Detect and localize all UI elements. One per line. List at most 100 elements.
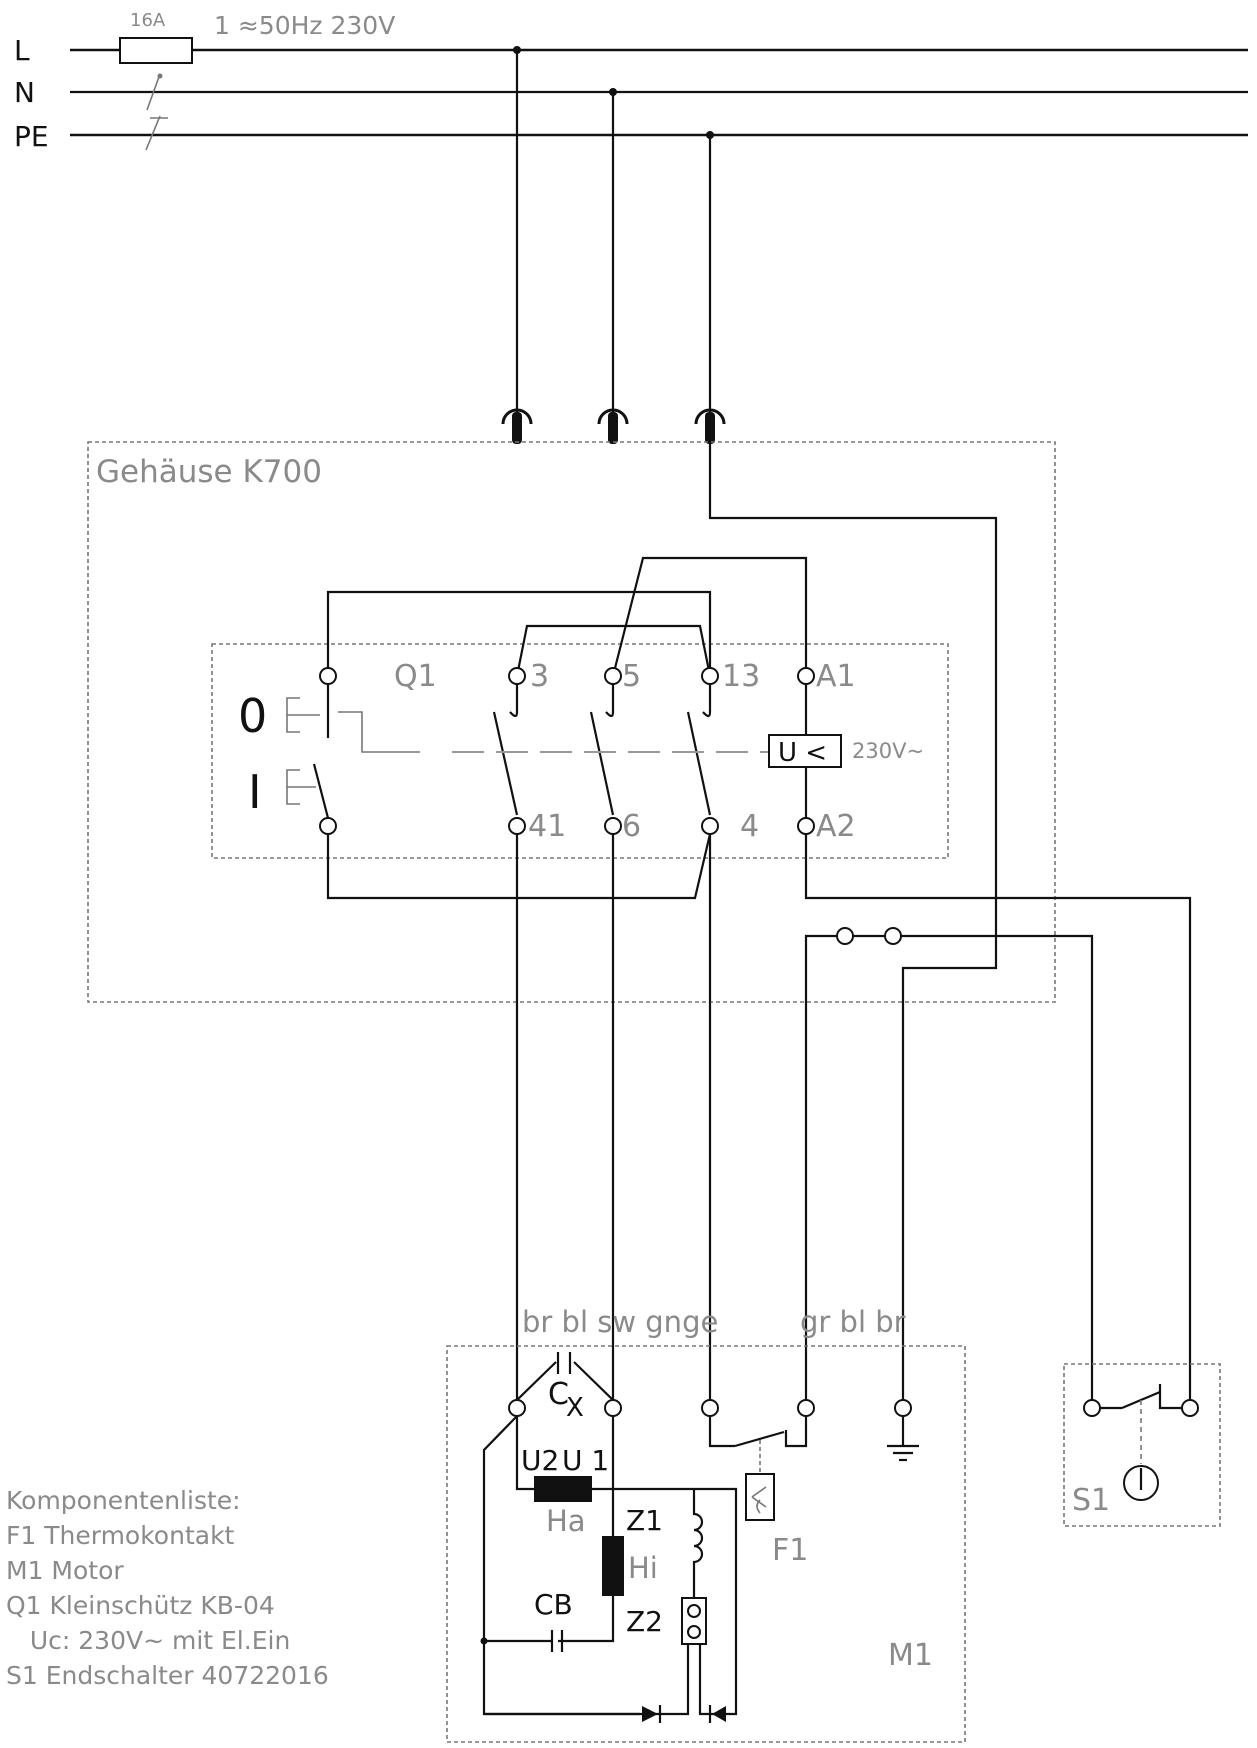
s1-terminal-left	[1083, 1399, 1101, 1417]
terminal-3	[508, 667, 526, 685]
wire-top-loop-inner	[515, 624, 712, 677]
label-z1: Z1	[626, 1504, 663, 1537]
diode-2	[712, 1706, 726, 1722]
f1-contact-blade	[734, 1430, 785, 1448]
label-z2: Z2	[626, 1605, 663, 1638]
wire-top-loop-outer	[326, 590, 712, 676]
terminal-label-4: 4	[740, 809, 759, 844]
motor-terminal-pe	[894, 1399, 912, 1417]
wire-thermal-loop	[804, 934, 1094, 1408]
housing-outline	[87, 441, 1056, 1003]
label-ha: Ha	[546, 1504, 586, 1538]
motor-terminal-br	[508, 1399, 526, 1417]
contact-hook-5	[605, 684, 615, 718]
contactor-q1: Q1 3 5 13 A1 U < 230V~	[211, 442, 1192, 1408]
motor-outline	[446, 1345, 966, 1743]
plug-connector-pe	[694, 408, 726, 444]
connector-pin-1	[836, 927, 854, 945]
motor-terminal-bl	[604, 1399, 622, 1417]
button-on-bracket	[286, 769, 316, 805]
legend-title: Komponentenliste:	[6, 1486, 241, 1515]
terminal-13	[701, 667, 719, 685]
wire-diode-1	[484, 1700, 690, 1716]
contact-blade-3	[492, 711, 519, 816]
motor-name: M1	[888, 1638, 933, 1673]
motor-terminal-gnge	[797, 1399, 815, 1417]
contact-blade-13	[686, 711, 712, 816]
bus-label-n: N	[14, 76, 35, 109]
terminal-label-a2: A2	[816, 809, 856, 844]
terminal-a1	[797, 667, 815, 685]
contactor-name: Q1	[394, 659, 437, 694]
phase-hash-pe	[145, 115, 161, 151]
undervoltage-rating: 230V~	[852, 739, 924, 763]
z2-pin-2	[687, 1625, 701, 1639]
contact-hook-13	[702, 684, 712, 718]
f1-label: F1	[772, 1533, 808, 1568]
cable-drops	[501, 50, 726, 444]
limit-switch-s1: S1	[1063, 1363, 1221, 1527]
wire-f1-left	[708, 1416, 735, 1448]
cx-lead-left	[516, 1361, 557, 1401]
s1-terminal-right	[1181, 1399, 1199, 1417]
wire-f1-right	[784, 1416, 808, 1448]
legend-item-s1: S1 Endschalter 40722016	[6, 1661, 329, 1690]
linkage-button	[338, 711, 420, 753]
terminal-4	[701, 817, 719, 835]
legend-item-f1: F1 Thermokontakt	[6, 1521, 235, 1550]
housing-label: Gehäuse K700	[96, 454, 322, 490]
bus-label-l: L	[14, 34, 30, 67]
terminal-label-6: 6	[622, 809, 641, 844]
motor-m1: br bl sw gnge gr bl br M1 C X U2 U 1 Ha …	[446, 1305, 966, 1743]
contact-blade-5	[589, 711, 615, 816]
fuse-rating: 16A	[130, 10, 166, 31]
phase-hash-dot	[157, 73, 163, 79]
terminal-label-a1: A1	[816, 659, 856, 694]
button-on-contact	[312, 763, 330, 819]
cx-lead-right	[573, 1361, 614, 1401]
connector-pin-2	[884, 927, 902, 945]
legend-item-q1-uc: Uc: 230V~ mit El.Ein	[6, 1626, 291, 1655]
cx-label: C	[548, 1377, 569, 1412]
motor-terminal-sw	[701, 1399, 719, 1417]
terminal-label-3: 3	[530, 659, 549, 694]
cx-label-sub: X	[566, 1393, 584, 1423]
terminal-label-41: 41	[528, 809, 566, 844]
z2-pin-1	[687, 1604, 701, 1618]
field-wiring	[515, 834, 1094, 1408]
terminal-q1-left-top	[319, 667, 337, 685]
contactor-outline	[211, 643, 949, 859]
winding-ha	[534, 1476, 592, 1502]
supply-lines: L N PE 16A 1 ≈50Hz 230V	[14, 10, 1248, 153]
button-off-symbol: 0	[238, 689, 267, 743]
wire-right-return	[694, 1487, 738, 1700]
terminal-label-13: 13	[722, 659, 760, 694]
supply-spec: 1 ≈50Hz 230V	[214, 11, 395, 40]
junction-cb	[480, 1637, 488, 1645]
bus-label-pe: PE	[14, 120, 49, 153]
label-cb: CB	[534, 1588, 573, 1621]
button-off-bracket	[286, 697, 320, 733]
terminal-a2	[797, 817, 815, 835]
terminal-5	[604, 667, 622, 685]
wire-a2-run	[804, 834, 1192, 1408]
s1-wire-right	[1158, 1384, 1182, 1410]
wire-u2	[515, 1416, 534, 1491]
f1-sensor-symbol	[751, 1486, 767, 1514]
terminal-q1-left-bottom	[319, 817, 337, 835]
inductor-coil	[692, 1489, 704, 1598]
terminal-41	[508, 817, 526, 835]
plug-connector-n	[597, 408, 629, 444]
undervoltage-label: U <	[778, 738, 827, 768]
motor-wire-colors-left: br bl sw gnge	[522, 1305, 718, 1339]
diode-1	[642, 1706, 658, 1722]
motor-wire-colors-right: gr bl br	[800, 1305, 906, 1339]
terminal-6	[604, 817, 622, 835]
s1-label: S1	[1072, 1483, 1110, 1518]
label-hi: Hi	[628, 1551, 658, 1585]
s1-outline	[1063, 1363, 1221, 1527]
contact-hook-3	[509, 684, 519, 718]
phase-hash-n	[146, 73, 161, 111]
